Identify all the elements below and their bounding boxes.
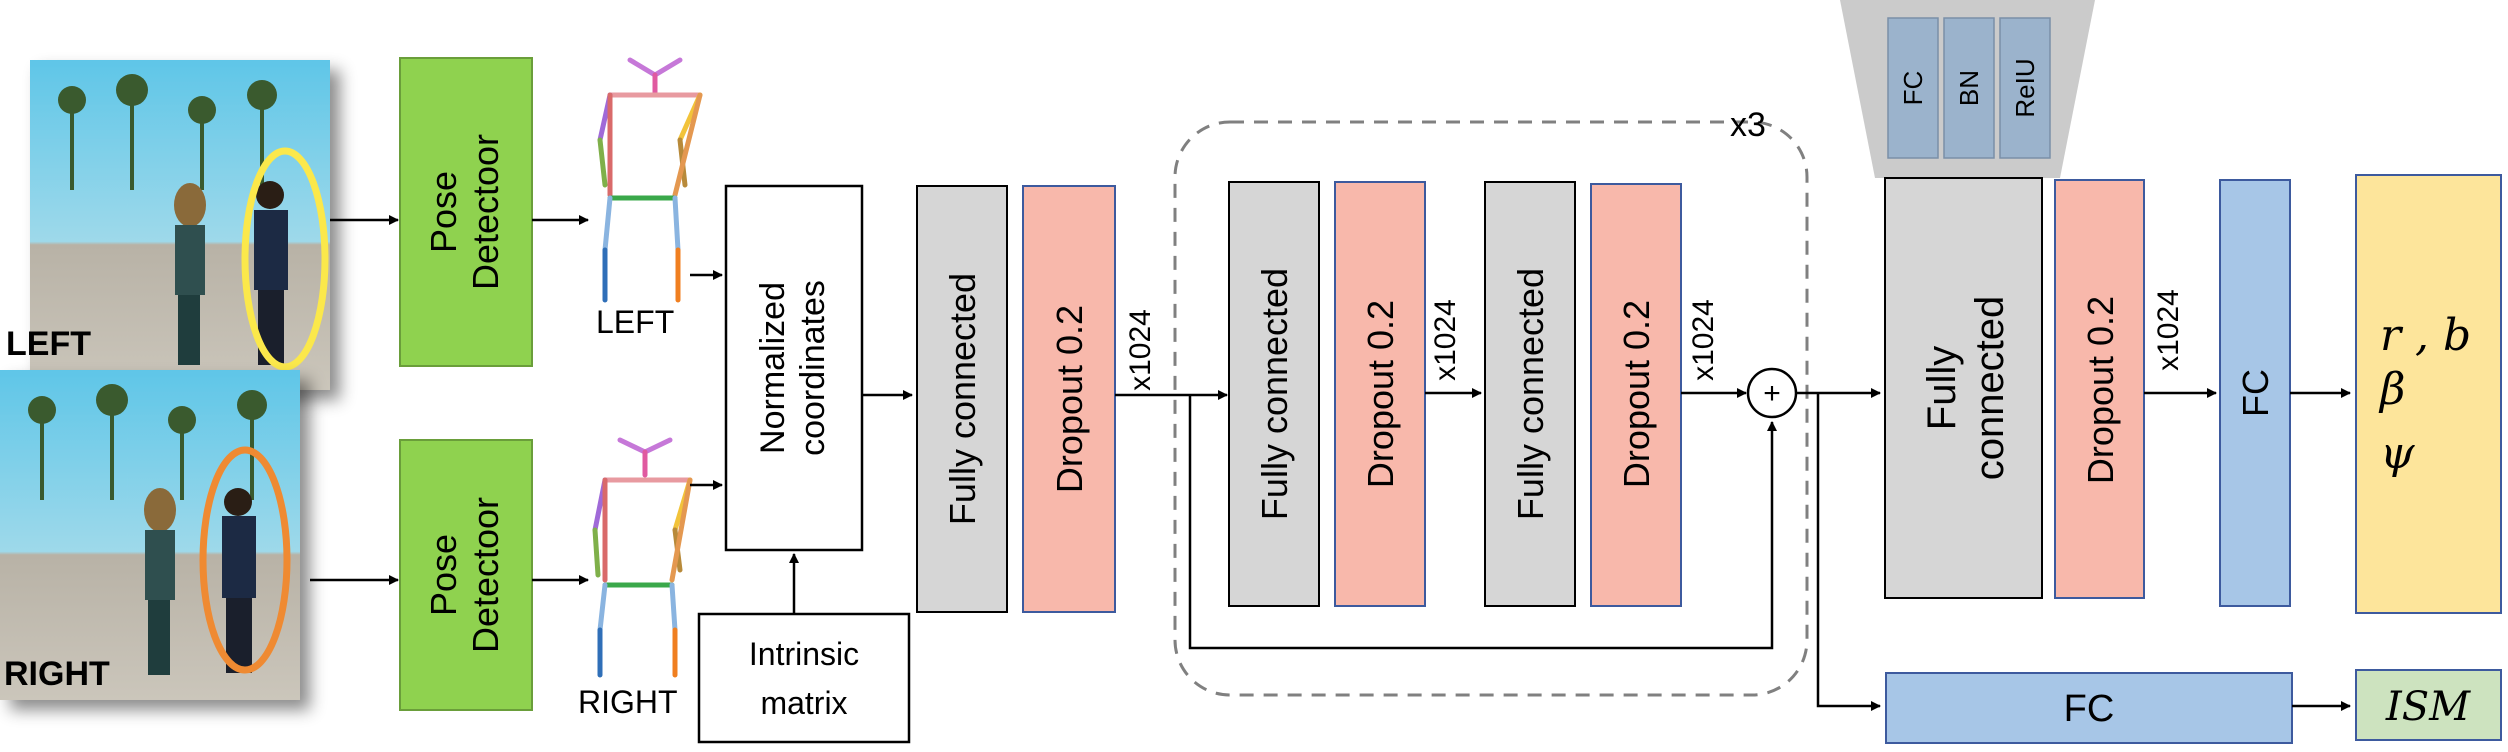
repeat-x3-label: x3 [1730,106,1766,144]
ism-label: ISM [2385,684,2471,730]
pose-output-box: r , b β ψ [2355,174,2502,614]
palm-trees [58,74,277,190]
head-fc-small-block: FC [2219,179,2291,607]
fc-block-3: Fully connected [1484,181,1576,607]
detail-fc-label: FC [1898,71,1928,106]
skeleton-left [597,57,703,303]
fc-block-2: Fully connected [1228,181,1320,607]
pose-detector-top-line2: Detectoor [465,134,506,290]
pose-detector-top: Pose Detectoor [399,57,533,367]
output-beta: β [2378,364,2405,415]
dim-label-2: x1024 [1429,299,1462,381]
sum-node: + [1746,367,1798,419]
head-fc-line2: connected [1968,296,2012,481]
head-fc-small-label: FC [2235,369,2276,417]
dim-label-1: x1024 [1124,309,1157,391]
detail-relu-label: ReIU [2010,58,2040,117]
intrinsic-line2: matrix [760,685,847,721]
sum-symbol: + [1763,377,1781,410]
residual-block-container [1173,120,1809,697]
fc-block-1: Fully connected [916,185,1008,613]
arrow-sum-to-ism-branch [1816,393,1881,711]
head-dropout-block: Dropout 0.2 [2054,179,2145,599]
normalized-line1: Normalized [754,282,792,454]
fc-block-2-label: Fully connected [1254,268,1295,520]
head-dropout-label: Dropout 0.2 [2080,296,2121,484]
dim-label-3: x1024 [1687,299,1720,381]
pose-detector-bottom-line2: Detectoor [465,497,506,653]
dropout-block-2-label: Dropout 0.2 [1360,300,1401,488]
output-psi: ψ [2380,428,2415,479]
detail-bn-label: BN [1954,70,1984,106]
ism-fc-label: FC [2064,688,2115,730]
intrinsic-matrix-box: Intrinsic matrix [697,612,911,744]
fc-block-1-label: Fully connected [942,273,983,525]
detail-bn-box: BN [1943,17,1995,159]
skeleton-left-label: LEFT [596,304,674,340]
head-fc-line1: Fully [1920,346,1964,430]
dropout-block-3: Dropout 0.2 [1590,183,1682,607]
dropout-block-2: Dropout 0.2 [1334,181,1426,607]
right-image-label: RIGHT [4,655,110,693]
pose-detector-top-line1: Pose [423,171,464,253]
walking-couple [144,488,256,675]
dropout-block-3-label: Dropout 0.2 [1616,300,1657,488]
intrinsic-line1: Intrinsic [749,636,859,672]
head-fc-block: Fully connected [1884,177,2043,599]
dropout-block-1: Dropout 0.2 [1022,185,1116,613]
ism-output-box: ISM [2355,669,2502,741]
dim-label-4: x1024 [2152,289,2185,371]
left-input-image: LEFT [6,60,330,390]
normalized-line2: coordinates [794,280,832,456]
detail-fc-box: FC [1887,17,1939,159]
left-image-label: LEFT [6,325,91,363]
skip-connection [1188,395,1777,650]
dropout-block-1-label: Dropout 0.2 [1049,305,1090,493]
skeleton-right-label: RIGHT [578,684,678,720]
left-target-ellipse [241,147,329,371]
pose-detector-bottom: Pose Detectoor [399,439,533,711]
ism-fc-block: FC [1885,672,2293,744]
normalized-coordinates-box: Normalized coordinates [724,184,864,552]
fc-block-3-label: Fully connected [1510,268,1551,520]
right-target-ellipse [199,446,291,674]
output-r-b: r , b [2380,310,2471,361]
palm-trees [28,384,267,500]
detail-relu-box: ReIU [1999,17,2051,159]
skeleton-right [592,437,693,678]
right-input-image: RIGHT [0,370,300,700]
pose-detector-bottom-line1: Pose [423,534,464,616]
